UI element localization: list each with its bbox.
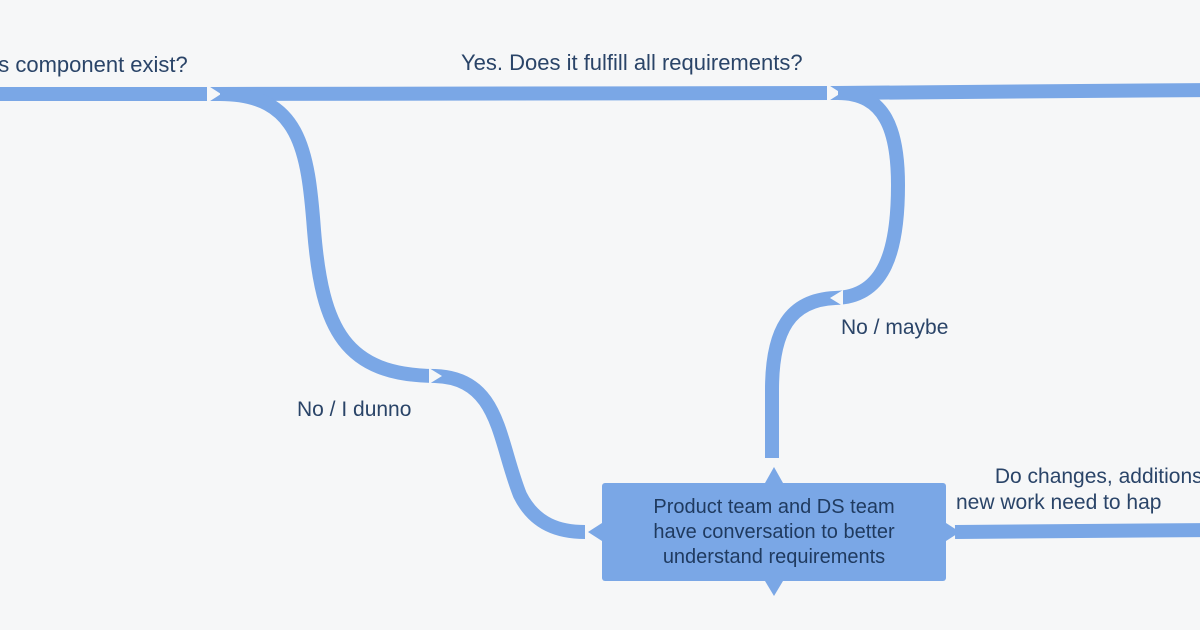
path-no-maybe xyxy=(765,86,906,458)
path-main-horizontal xyxy=(0,83,1200,101)
node-text-line1: Product team and DS team xyxy=(653,495,895,518)
arrow-marker-dunno-mid xyxy=(429,368,442,384)
arrow-marker-1 xyxy=(207,85,221,103)
process-node-shape xyxy=(588,467,960,596)
edge-label-no-maybe: No / maybe xyxy=(841,316,949,339)
edge-label-changes-needed: Do changes, additions, o new work need t… xyxy=(956,464,1200,516)
process-node-text: Product team and DS team have conversati… xyxy=(602,483,946,581)
edge-label-changes-line2: new work need to hap xyxy=(956,491,1162,514)
node-text-line2: have conversation to better xyxy=(653,520,895,543)
edge-label-fulfill-requirements: Yes. Does it fulfill all requirements? xyxy=(461,50,803,75)
path-node-out xyxy=(954,523,1200,539)
node-text-line3: understand requirements xyxy=(662,545,886,568)
edge-label-component-exists: es component exist? xyxy=(0,52,188,77)
path-no-dunno xyxy=(219,87,586,539)
edge-label-no-dunno: No / I dunno xyxy=(297,398,412,421)
edge-label-changes-line1: Do changes, additions, o xyxy=(994,465,1200,488)
arrow-marker-2 xyxy=(827,84,841,102)
arrow-marker-maybe-mid xyxy=(830,290,843,306)
